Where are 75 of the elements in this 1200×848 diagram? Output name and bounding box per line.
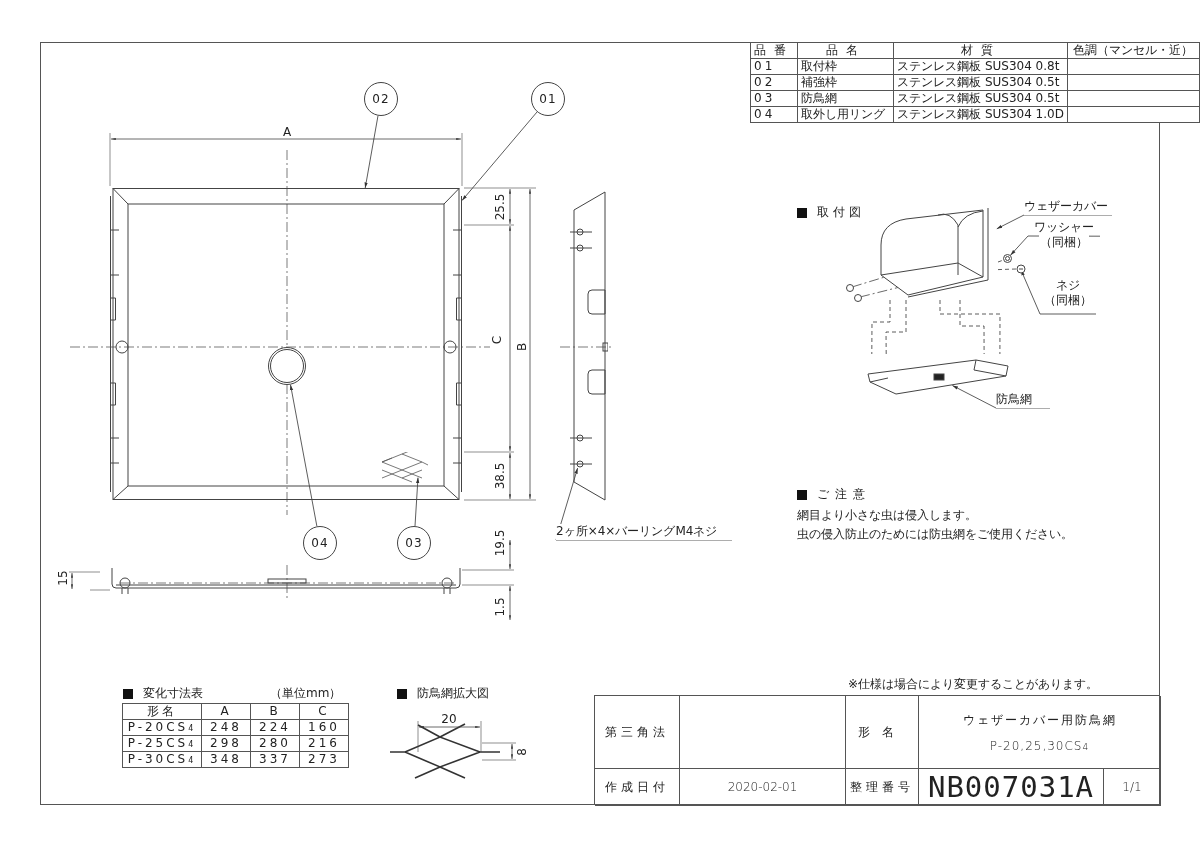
date-text: 2020-02-01 (727, 780, 798, 794)
note-text: 虫の侵入防止のためには防虫網をご使用ください。 (797, 526, 1073, 543)
part-label: （同梱） (1039, 235, 1089, 250)
screw-icon (1016, 264, 1026, 274)
title-block-label: 第三角法 (605, 723, 669, 741)
callout-number: 04 (303, 526, 337, 560)
dimension-value: 248 (201, 719, 251, 736)
dimension-text: 8 (516, 747, 528, 757)
dimension-text: A (281, 126, 293, 138)
callout-number: 02 (364, 82, 398, 116)
header-text: 品名 (797, 42, 894, 59)
part-number: 01 (750, 58, 798, 75)
part-label: ワッシャー (1033, 220, 1095, 235)
header-text: 品番 (750, 42, 798, 59)
leader-line (939, 299, 1001, 355)
part-name: 補強枠 (797, 74, 894, 91)
dimension-text: 15 (57, 569, 69, 587)
dimension-text: 38.5 (494, 461, 506, 491)
material-text: ステンレス鋼板 SUS304 0.5t (893, 74, 1068, 91)
dimension-value: 216 (299, 735, 349, 752)
dimension-value: 160 (299, 719, 349, 736)
section-heading: 変化寸法表 (143, 685, 203, 702)
material-text: ステンレス鋼板 SUS304 0.8t (893, 58, 1068, 75)
title-block-label: 整理番号 (850, 778, 914, 796)
part-number: 04 (750, 106, 798, 123)
leader-line (871, 299, 891, 355)
header-text: B (250, 703, 300, 720)
drawing-number: NB007031A (927, 770, 1095, 804)
title-block-label: 形名 (858, 723, 906, 741)
washer-icon (1003, 254, 1012, 263)
ring-drawing (268, 347, 306, 385)
leader-line (885, 299, 907, 355)
header-text: 形名 (122, 703, 202, 720)
dimension-text: 20 (440, 713, 458, 725)
title-block-label: 作成日付 (605, 778, 669, 796)
section-heading: 取付図 (817, 204, 865, 221)
callout-number: 03 (397, 526, 431, 560)
part-name: 取付枠 (797, 58, 894, 75)
leader-line (997, 259, 1004, 263)
part-label: ウェザーカバー (1024, 199, 1112, 215)
callout-number: 01 (531, 82, 565, 116)
header-text: A (201, 703, 251, 720)
part-label: 2ヶ所×4×バーリングM4ネジ (556, 524, 732, 540)
leader-line (997, 268, 1017, 270)
dimension-value: 273 (299, 751, 349, 768)
part-label: ネジ (1055, 278, 1081, 293)
dimension-text: 19.5 (494, 528, 506, 558)
unit-text: （単位mm） (270, 685, 342, 702)
part-name: 防鳥網 (797, 90, 894, 107)
note-text: ※仕様は場合により変更することがあります。 (848, 676, 1099, 693)
mesh-drawing (380, 452, 430, 484)
leader-line (959, 299, 985, 355)
product-title: ウェザーカバー用防鳥網 (962, 711, 1117, 729)
dimension-text: 1.5 (494, 596, 506, 618)
part-label: 防鳥網 (996, 392, 1050, 408)
part-name: 取外し用リング (797, 106, 894, 123)
dimension-value: 280 (250, 735, 300, 752)
dimension-value: 337 (250, 751, 300, 768)
header-text: 材質 (893, 42, 1068, 59)
note-text: 網目より小さな虫は侵入します。 (797, 507, 977, 524)
dimension-value: 348 (201, 751, 251, 768)
header-text: C (299, 703, 349, 720)
dimension-text: 25.5 (494, 192, 506, 222)
dimension-text: C (491, 334, 503, 346)
dimension-value: 298 (201, 735, 251, 752)
dimension-text: B (516, 341, 528, 353)
dimension-value: 224 (250, 719, 300, 736)
part-number: 02 (750, 74, 798, 91)
material-text: ステンレス鋼板 SUS304 0.5t (893, 90, 1068, 107)
header-text: 色調（マンセル・近） (1067, 42, 1200, 59)
sheet-number: 1/1 (1122, 780, 1142, 794)
part-number: 03 (750, 90, 798, 107)
material-text: ステンレス鋼板 SUS304 1.0D (893, 106, 1068, 123)
section-heading: ご注意 (817, 486, 871, 503)
section-heading: 防鳥網拡大図 (417, 685, 489, 702)
